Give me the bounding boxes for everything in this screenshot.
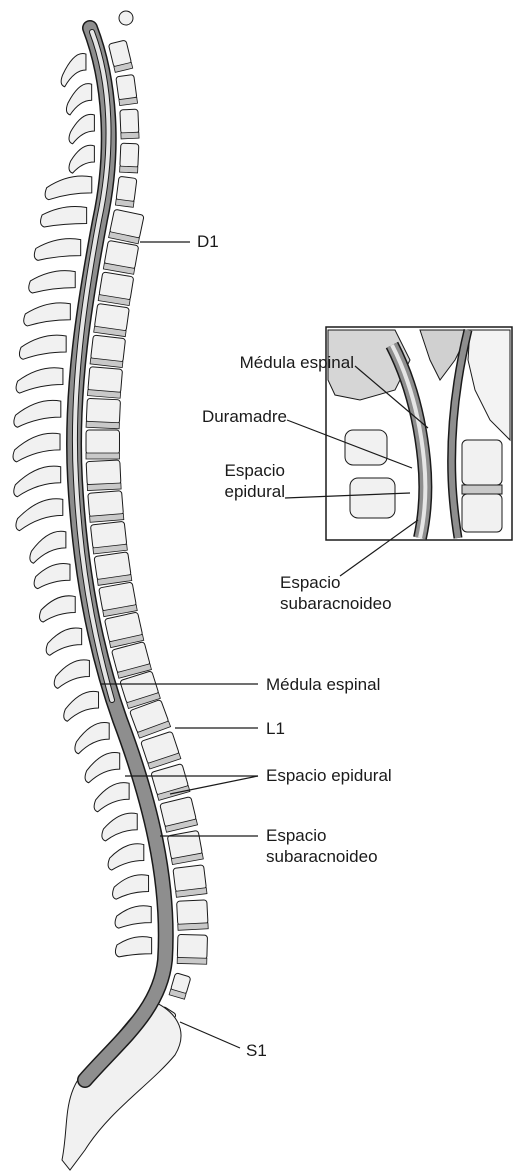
vertebral-body: [86, 430, 119, 454]
label-s1: S1: [246, 1040, 267, 1061]
atlas-tip: [119, 11, 133, 25]
label-subarac-line1: Espacio: [266, 825, 378, 846]
spinous-process: [69, 114, 94, 143]
spinous-process: [29, 271, 75, 293]
label-medula: Médula espinal: [266, 674, 380, 695]
label-d1: D1: [197, 231, 219, 252]
spinous-process: [75, 723, 109, 754]
spinous-process: [66, 84, 91, 115]
label-inset-medula: Médula espinal: [240, 352, 354, 373]
intervertebral-disc: [86, 453, 119, 459]
spinous-process: [115, 906, 151, 928]
label-inset-subarac-line1: Espacio: [280, 572, 392, 593]
spinous-process: [64, 691, 99, 721]
spinous-process: [102, 813, 137, 841]
vertebral-body: [120, 109, 139, 134]
spinous-process: [13, 433, 60, 462]
label-inset-epidural-line2: epidural: [225, 481, 286, 502]
intervertebral-disc: [177, 957, 207, 964]
spinous-process: [61, 53, 86, 86]
label-inset-epidural-line1: Espacio: [225, 460, 286, 481]
vertebral-body: [86, 398, 120, 423]
inset-vertebra-2: [350, 478, 395, 518]
vertebral-body: [86, 460, 121, 486]
spinous-process: [113, 875, 149, 899]
spinous-process: [54, 660, 89, 689]
label-subarac: Espacio subaracnoideo: [266, 825, 378, 867]
spinous-process: [34, 563, 70, 588]
spinous-process: [69, 145, 94, 173]
vertebral-body: [120, 143, 139, 168]
spinous-process: [94, 783, 129, 812]
intervertebral-disc: [87, 483, 121, 491]
intervertebral-disc: [178, 923, 208, 931]
vertebral-body: [88, 367, 123, 394]
vertebral-body: [116, 74, 137, 100]
inset-vertebra-3: [462, 440, 502, 485]
spinous-process: [45, 176, 92, 200]
spinous-process: [115, 937, 151, 957]
spinous-process: [16, 499, 63, 531]
vertebral-body: [177, 900, 208, 925]
vertebral-body: [116, 176, 137, 202]
spinous-process: [41, 206, 87, 226]
vertebral-body: [88, 491, 124, 518]
label-subarac-line2: subaracnoideo: [266, 846, 378, 867]
label-inset-duramadre: Duramadre: [202, 406, 287, 427]
inset-vertebra-4: [462, 494, 502, 532]
spinous-process: [40, 596, 76, 622]
spinous-process: [24, 303, 71, 326]
spinous-process: [46, 628, 81, 655]
spinous-process: [30, 531, 66, 563]
spinous-process: [108, 844, 144, 870]
leader-s1: [180, 1022, 240, 1048]
intervertebral-disc: [120, 166, 138, 173]
spinous-process: [34, 239, 80, 261]
spinous-process: [85, 752, 120, 782]
spinous-process: [16, 368, 63, 393]
inset-vertebra-1: [345, 430, 387, 465]
spinous-process: [19, 335, 66, 359]
intervertebral-disc: [86, 421, 119, 428]
intervertebral-disc: [121, 132, 139, 139]
label-epidural: Espacio epidural: [266, 765, 392, 786]
label-l1: L1: [266, 718, 285, 739]
inset-disc: [462, 485, 502, 494]
label-inset-epidural: Espacio epidural: [225, 460, 286, 502]
vertebral-body: [177, 934, 207, 959]
spinous-process: [14, 400, 61, 427]
label-inset-subarac: Espacio subaracnoideo: [280, 572, 392, 614]
label-inset-subarac-line2: subaracnoideo: [280, 593, 392, 614]
spinous-process: [14, 466, 61, 497]
